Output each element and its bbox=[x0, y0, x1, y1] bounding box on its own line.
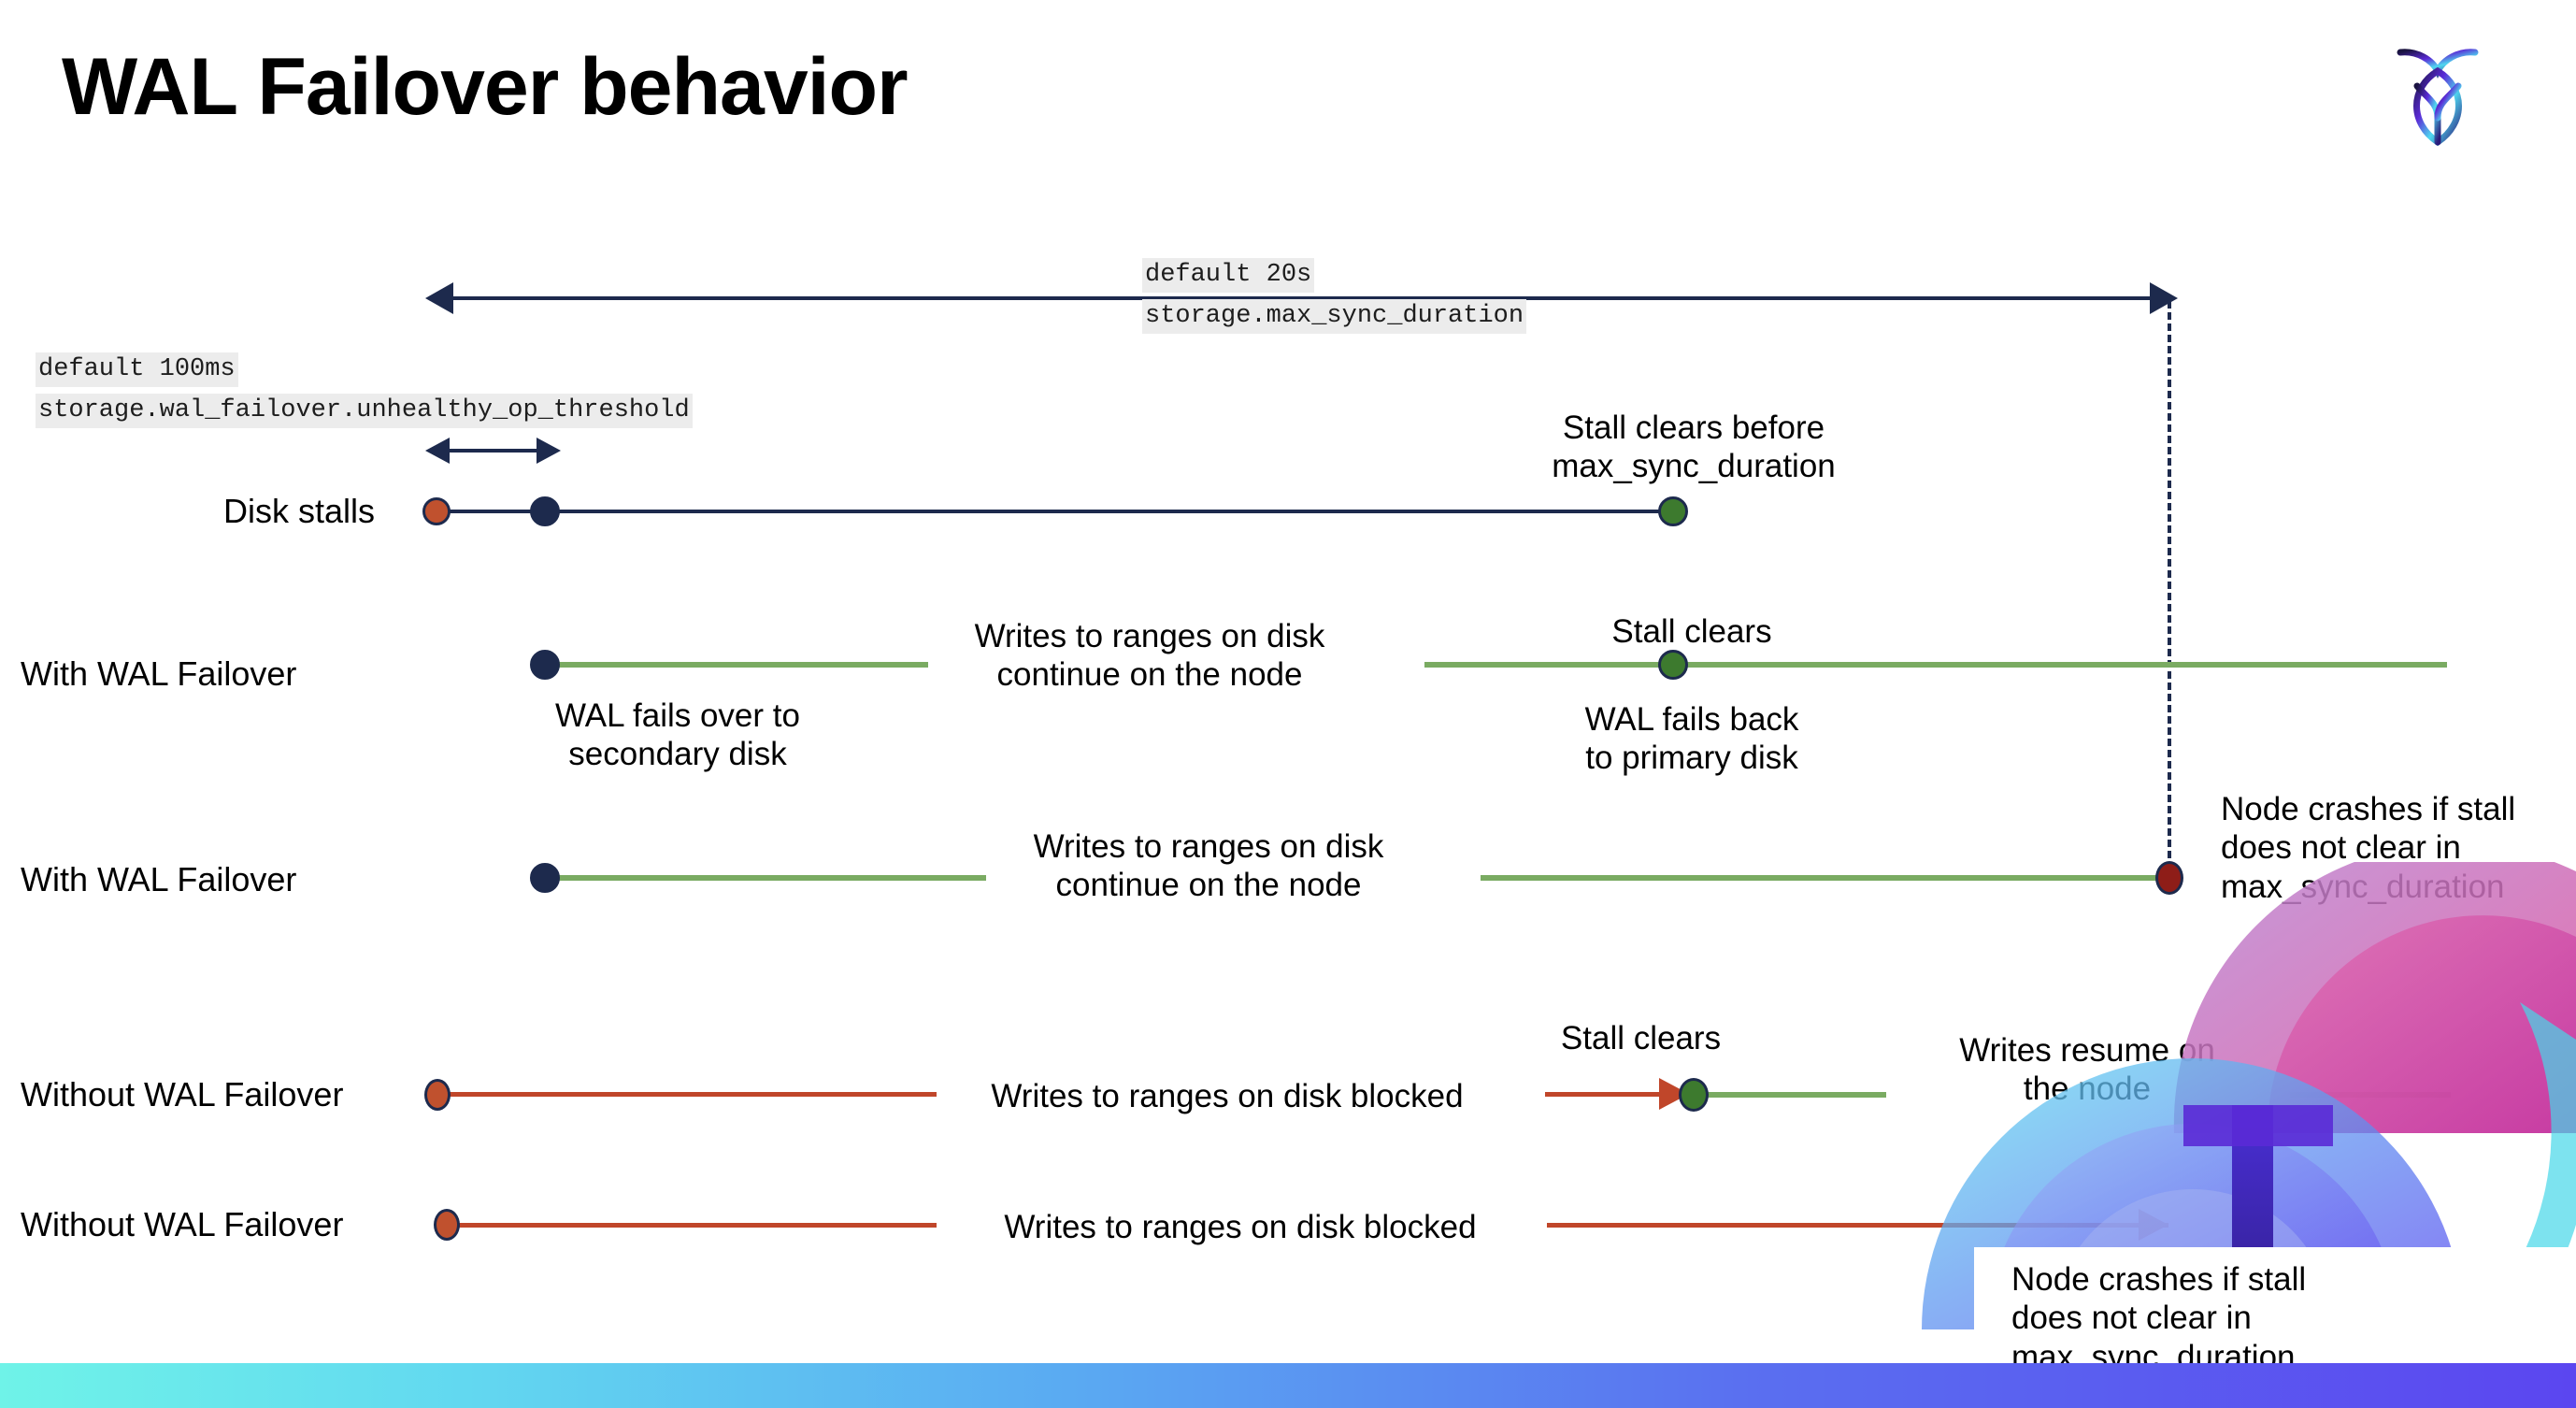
without-failover-red-line-2 bbox=[1545, 1092, 1670, 1097]
marker-wal-failover-start bbox=[530, 650, 560, 680]
span-arrow-right-icon bbox=[2150, 282, 2178, 314]
cockroachdb-logo-icon bbox=[2385, 30, 2490, 151]
note-stall-clears-2: Stall clears bbox=[1560, 1020, 1722, 1056]
note-writes-continue-1: Writes to ranges on disk continue on the… bbox=[974, 618, 1325, 694]
row-label-without-wal-failover-crash: Without WAL Failover bbox=[21, 1205, 344, 1243]
note-node-crashes-without: Node crashes if stall does not clear in … bbox=[2011, 1261, 2307, 1375]
note-stall-clears-before-max-sync: Stall clears before max_sync_duration bbox=[1552, 409, 1836, 485]
marker-stall-start-without-2 bbox=[434, 1209, 460, 1241]
marker-stall-start bbox=[422, 497, 451, 525]
unhealthy-op-threshold-default-label: default 100ms bbox=[36, 352, 238, 387]
row-label-without-wal-failover-clears: Without WAL Failover bbox=[21, 1075, 344, 1113]
marker-node-crash-failover bbox=[2155, 861, 2183, 895]
wal-failover-crash-line-2 bbox=[1481, 875, 2168, 881]
page-title: WAL Failover behavior bbox=[62, 42, 909, 132]
row-label-disk-stalls: Disk stalls bbox=[223, 492, 376, 530]
threshold-arrow-left-icon bbox=[425, 438, 450, 464]
unhealthy-op-threshold-setting-label: storage.wal_failover.unhealthy_op_thresh… bbox=[36, 394, 693, 428]
marker-stall-clears-disk bbox=[1658, 496, 1688, 526]
without-failover-red-line-1 bbox=[436, 1092, 937, 1097]
without-failover-crash-line-2 bbox=[1547, 1223, 2168, 1228]
note-wal-fails-over: WAL fails over to secondary disk bbox=[555, 697, 800, 773]
wal-failover-line-1 bbox=[545, 662, 928, 668]
span-arrow-left-icon bbox=[425, 282, 453, 314]
max-sync-duration-setting-label: storage.max_sync_duration bbox=[1142, 299, 1527, 334]
note-wal-fails-back: WAL fails back to primary disk bbox=[1584, 701, 1799, 777]
without-failover-crash-line-1 bbox=[443, 1223, 937, 1228]
row-label-with-wal-failover-crash: With WAL Failover bbox=[21, 860, 297, 898]
without-failover-green-line-1 bbox=[1697, 1092, 1886, 1098]
threshold-arrow-right-icon bbox=[537, 438, 561, 464]
max-sync-duration-default-label: default 20s bbox=[1142, 258, 1315, 293]
marker-wal-failover-start-crash bbox=[530, 863, 560, 893]
disk-stalls-line-b bbox=[561, 510, 1673, 513]
max-sync-duration-dropline bbox=[2168, 301, 2171, 881]
note-stall-clears-1: Stall clears bbox=[1611, 613, 1772, 650]
wal-failover-crash-line-1 bbox=[545, 875, 986, 881]
marker-stall-start-without-1 bbox=[424, 1079, 451, 1111]
note-writes-blocked-2: Writes to ranges on disk blocked bbox=[1004, 1209, 1477, 1245]
note-writes-continue-2: Writes to ranges on disk continue on the… bbox=[1033, 828, 1384, 904]
red-arrow-head-2-icon bbox=[2139, 1209, 2168, 1241]
marker-failover-trigger bbox=[530, 496, 560, 526]
unhealthy-op-threshold-span-line bbox=[443, 449, 548, 453]
row-label-with-wal-failover-clears: With WAL Failover bbox=[21, 654, 297, 693]
note-writes-blocked-1: Writes to ranges on disk blocked bbox=[991, 1078, 1464, 1114]
bottom-gradient-bar bbox=[0, 1363, 2576, 1408]
wal-failover-line-2 bbox=[1424, 662, 2447, 668]
marker-stall-clears-without bbox=[1679, 1078, 1709, 1112]
note-writes-resume: Writes resume on the node bbox=[1959, 1032, 2215, 1108]
max-sync-duration-span-line bbox=[447, 296, 2168, 300]
note-node-crashes-failover: Node crashes if stall does not clear in … bbox=[2221, 791, 2516, 905]
marker-stall-clears-failover bbox=[1658, 650, 1688, 680]
without-failover-green-line-2 bbox=[2290, 1092, 2451, 1098]
